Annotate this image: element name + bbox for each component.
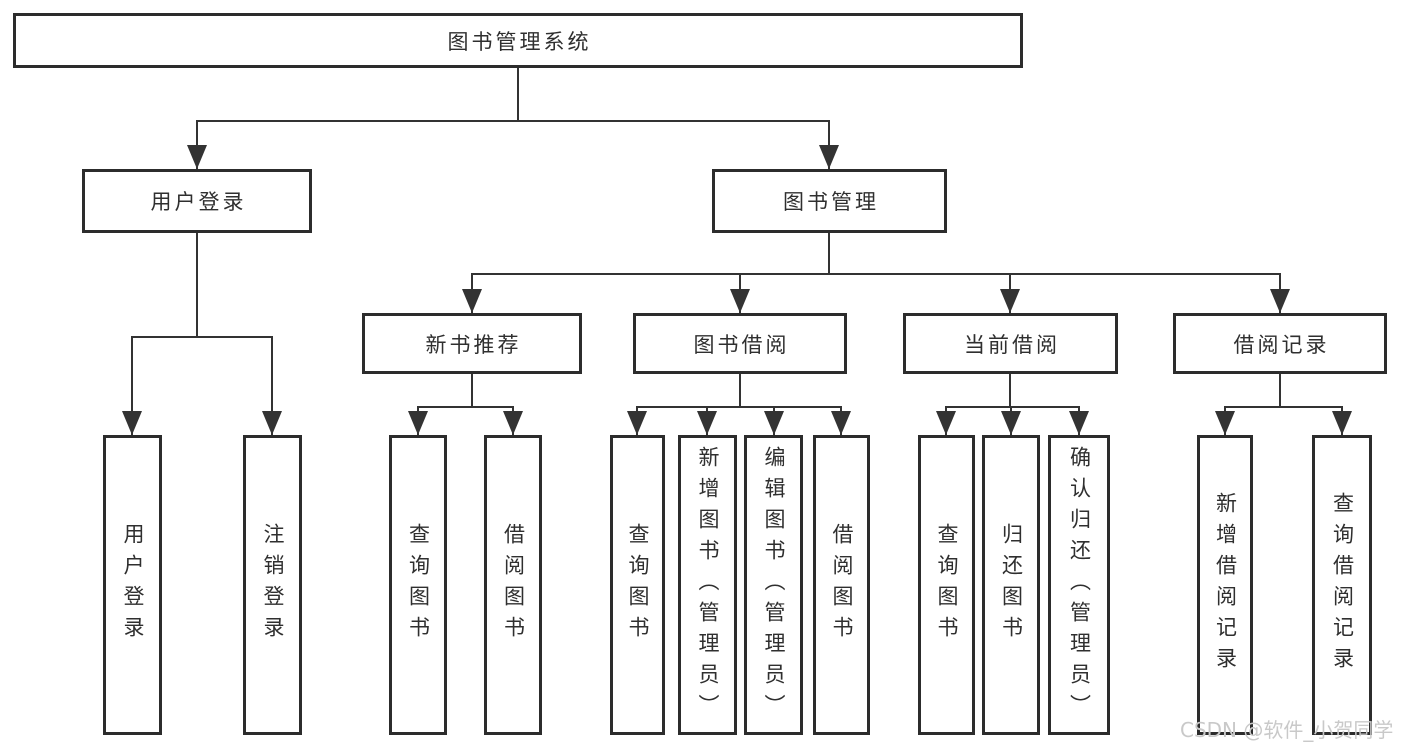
connector-line — [517, 68, 519, 122]
connector-line — [131, 336, 133, 435]
arrow-down-icon — [764, 411, 784, 435]
leaf-label: 确认归还（管理员） — [1067, 445, 1092, 725]
arrow-down-icon — [831, 411, 851, 435]
arrow-down-icon — [1270, 289, 1290, 313]
connector-line — [945, 406, 1080, 408]
connector-line — [739, 374, 741, 408]
connector-line — [828, 233, 830, 275]
node-label: 用户登录 — [150, 190, 247, 214]
arrow-down-icon — [1001, 411, 1021, 435]
leaf-label: 新增借阅记录 — [1213, 492, 1238, 678]
connector-line — [471, 374, 473, 408]
leaf-label: 查询借阅记录 — [1330, 492, 1355, 678]
leaf-edit-book-admin: 编辑图书（管理员） — [744, 435, 803, 735]
arrow-down-icon — [819, 145, 839, 169]
node-label: 借阅记录 — [1233, 332, 1330, 357]
arrow-down-icon — [697, 411, 717, 435]
node-label: 图书管理系统 — [447, 29, 592, 54]
arrow-down-icon — [503, 411, 523, 435]
leaf-query-books-current: 查询图书 — [918, 435, 975, 735]
leaf-add-borrow-record: 新增借阅记录 — [1197, 435, 1253, 735]
leaf-label: 归还图书 — [999, 523, 1024, 647]
arrow-down-icon — [408, 411, 428, 435]
node-label: 图书借阅 — [693, 332, 790, 357]
connector-line — [1224, 406, 1343, 408]
arrow-down-icon — [730, 289, 750, 313]
arrow-down-icon — [1069, 411, 1089, 435]
node-borrowing-records: 借阅记录 — [1173, 313, 1387, 374]
leaf-add-book-admin: 新增图书（管理员） — [678, 435, 737, 735]
leaf-user-login: 用户登录 — [103, 435, 162, 735]
leaf-label: 查询图书 — [406, 523, 431, 647]
leaf-query-borrow-record: 查询借阅记录 — [1312, 435, 1372, 735]
leaf-label: 用户登录 — [121, 523, 145, 647]
node-library-management-system: 图书管理系统 — [13, 13, 1023, 68]
leaf-label: 借阅图书 — [830, 523, 854, 647]
connector-line — [196, 233, 198, 338]
leaf-label: 查询图书 — [935, 523, 959, 647]
leaf-label: 借阅图书 — [501, 523, 526, 647]
arrow-down-icon — [936, 411, 956, 435]
leaf-borrow-books-recommend: 借阅图书 — [484, 435, 542, 735]
leaf-label: 注销登录 — [261, 523, 285, 647]
connector-line — [1009, 374, 1011, 408]
leaf-borrow-books-borrowing: 借阅图书 — [813, 435, 870, 735]
leaf-logout: 注销登录 — [243, 435, 302, 735]
connector-line — [196, 120, 830, 122]
node-user-login: 用户登录 — [82, 169, 312, 233]
node-book-management: 图书管理 — [712, 169, 947, 233]
arrow-down-icon — [1215, 411, 1235, 435]
connector-line — [196, 120, 198, 169]
node-label: 图书管理 — [783, 190, 879, 214]
connector-line — [131, 336, 273, 338]
node-label: 新书推荐 — [425, 332, 522, 357]
node-book-borrowing: 图书借阅 — [633, 313, 847, 374]
arrow-down-icon — [462, 289, 482, 313]
leaf-confirm-return-admin: 确认归还（管理员） — [1048, 435, 1110, 735]
arrow-down-icon — [1000, 289, 1020, 313]
leaf-return-books: 归还图书 — [982, 435, 1040, 735]
arrow-down-icon — [627, 411, 647, 435]
leaf-query-books-borrowing: 查询图书 — [610, 435, 665, 735]
connector-line — [471, 273, 1281, 275]
connector-line — [636, 406, 842, 408]
arrow-down-icon — [1332, 411, 1352, 435]
node-new-book-recommend: 新书推荐 — [362, 313, 582, 374]
arrow-down-icon — [187, 145, 207, 169]
connector-line — [1279, 374, 1281, 408]
connector-line — [828, 120, 830, 169]
node-current-borrowing: 当前借阅 — [903, 313, 1118, 374]
watermark: CSDN @软件_小贺同学 — [1180, 718, 1394, 742]
leaf-query-books-recommend: 查询图书 — [389, 435, 447, 735]
leaf-label: 新增图书（管理员） — [696, 445, 720, 725]
node-label: 当前借阅 — [964, 332, 1060, 357]
connector-line — [417, 406, 514, 408]
leaf-label: 编辑图书（管理员） — [762, 445, 786, 725]
leaf-label: 查询图书 — [626, 523, 650, 647]
arrow-down-icon — [262, 411, 282, 435]
arrow-down-icon — [122, 411, 142, 435]
connector-line — [271, 336, 273, 435]
